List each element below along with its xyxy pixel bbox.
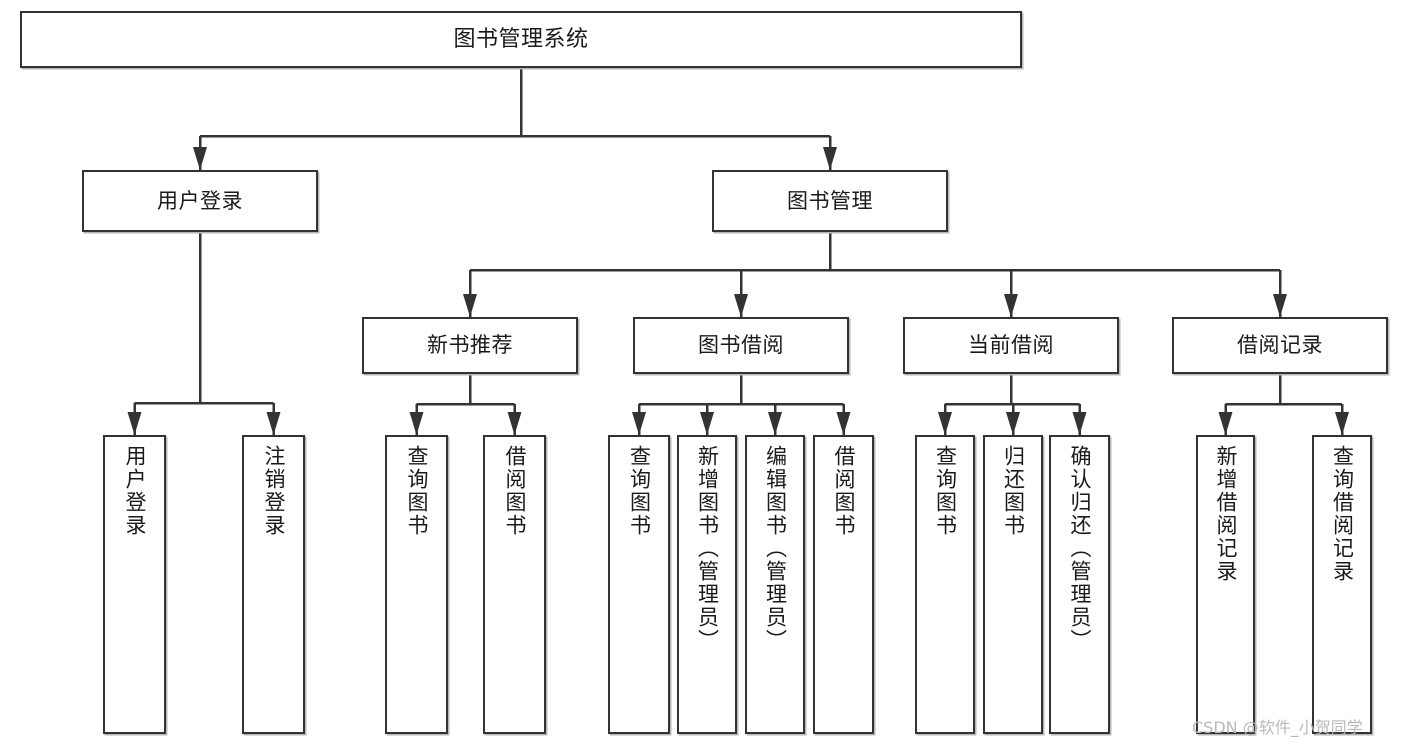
node-l-bw-lend[interactable]: 借阅图书: [813, 435, 874, 734]
node-current[interactable]: 当前借阅: [903, 317, 1119, 374]
node-label: 借阅图书: [503, 445, 527, 537]
arrowhead-icon: [823, 147, 837, 170]
node-borrow[interactable]: 图书借阅: [633, 317, 849, 374]
arrowhead-icon: [1006, 412, 1020, 435]
node-label: 查询借阅记录: [1330, 445, 1355, 583]
node-root[interactable]: 图书管理系统: [20, 11, 1022, 68]
node-label: 借阅记录: [1237, 333, 1323, 358]
node-label: 新增借阅记录: [1214, 445, 1238, 583]
node-label: 注销登录: [262, 445, 286, 537]
node-l-rc-add[interactable]: 新增借阅记录: [1196, 435, 1255, 734]
node-l-nb-borrow[interactable]: 借阅图书: [483, 435, 546, 734]
arrowhead-icon: [409, 412, 424, 435]
arrowhead-icon: [836, 412, 851, 435]
node-newbook[interactable]: 新书推荐: [362, 317, 578, 374]
node-l-nb-query[interactable]: 查询图书: [385, 435, 448, 734]
arrowhead-icon: [193, 147, 207, 170]
node-label: 图书管理: [787, 188, 873, 213]
arrowhead-icon: [266, 412, 281, 435]
node-label: 新增图书（管理员）: [695, 445, 720, 652]
node-label: 归还图书: [1001, 445, 1026, 537]
arrowhead-icon: [1004, 294, 1018, 317]
arrowhead-icon: [632, 412, 646, 435]
node-bookmgmt[interactable]: 图书管理: [712, 170, 948, 232]
node-label: 查询图书: [933, 445, 958, 537]
node-label: 当前借阅: [968, 333, 1054, 358]
arrowhead-icon: [734, 294, 748, 317]
node-l-bw-add[interactable]: 新增图书（管理员）: [677, 435, 737, 734]
node-label: 查询图书: [627, 445, 652, 537]
node-label: 图书管理系统: [453, 26, 589, 52]
node-label: 用户登录: [157, 188, 243, 213]
watermark: CSDN @软件_小贺同学: [1192, 718, 1363, 737]
node-l-cb-query[interactable]: 查询图书: [915, 435, 975, 734]
node-label: 图书借阅: [698, 333, 784, 358]
node-l-login[interactable]: 用户登录: [103, 435, 166, 734]
node-login[interactable]: 用户登录: [82, 170, 318, 232]
node-l-bw-edit[interactable]: 编辑图书（管理员）: [745, 435, 805, 734]
node-l-cb-confirm[interactable]: 确认归还（管理员）: [1049, 435, 1110, 734]
node-label: 借阅图书: [832, 445, 856, 537]
node-l-cb-return[interactable]: 归还图书: [983, 435, 1043, 734]
arrowhead-icon: [127, 412, 142, 435]
node-label: 新书推荐: [427, 333, 513, 358]
node-label: 用户登录: [123, 445, 147, 537]
node-label: 确认归还（管理员）: [1068, 445, 1092, 652]
node-label: 查询图书: [405, 445, 429, 537]
arrowhead-icon: [1218, 412, 1233, 435]
node-label: 编辑图书（管理员）: [763, 445, 788, 652]
node-l-rc-query[interactable]: 查询借阅记录: [1312, 435, 1372, 734]
node-records[interactable]: 借阅记录: [1172, 317, 1388, 374]
node-l-logout[interactable]: 注销登录: [242, 435, 305, 734]
arrowhead-icon: [1335, 412, 1349, 435]
arrowhead-icon: [463, 294, 477, 317]
arrowhead-icon: [507, 412, 522, 435]
arrowhead-icon: [1072, 412, 1087, 435]
arrowhead-icon: [938, 412, 952, 435]
node-l-bw-query[interactable]: 查询图书: [608, 435, 670, 734]
arrowhead-icon: [1273, 294, 1287, 317]
arrowhead-icon: [700, 412, 714, 435]
arrowhead-icon: [768, 412, 782, 435]
